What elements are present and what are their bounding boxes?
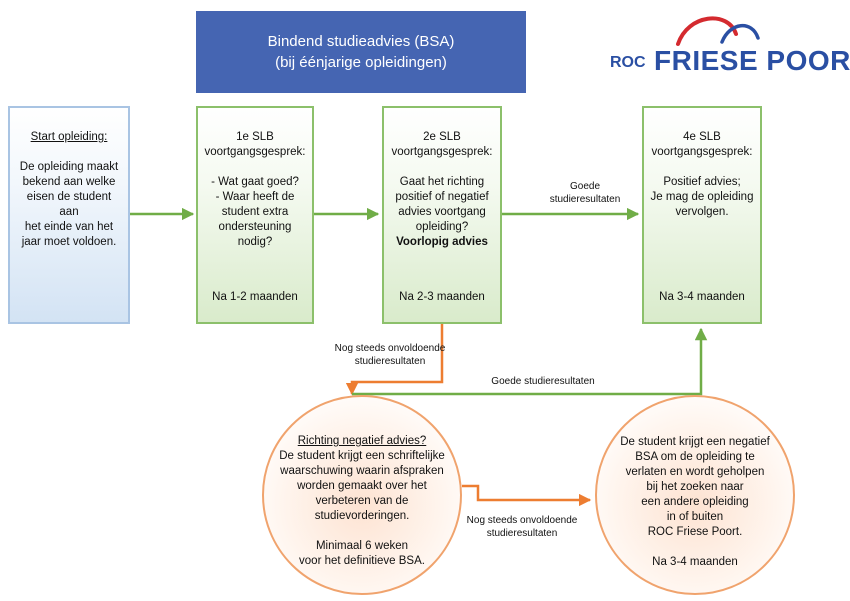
circle-warning-line: waarschuwing waarin afspraken xyxy=(280,465,444,477)
box-slb1-line: nodig? xyxy=(237,236,273,248)
title-line-2: (bij éénjarige opleidingen) xyxy=(275,54,447,71)
circle-negative-footer: Na 3-4 maanden xyxy=(652,556,738,568)
label-onvoldoende-top-line: studieresultaten xyxy=(354,356,426,367)
circle-warning-line: studievorderingen. xyxy=(314,510,410,522)
logo-prefix: ROC xyxy=(610,54,646,71)
circle-warning-footer: voor het definitieve BSA. xyxy=(299,555,425,567)
box-slb2-line: Gaat het richting xyxy=(399,176,485,188)
box-slb1-line: student extra xyxy=(221,206,289,218)
box-start-line: De opleiding maakt xyxy=(19,161,119,173)
box-start-line: eisen de student aan xyxy=(26,191,112,218)
title-banner: Bindend studieadvies (BSA) (bij éénjarig… xyxy=(196,11,526,93)
box-slb2-advice: Voorlopig advies xyxy=(396,236,488,248)
circle-warning-line: De student krijgt een schriftelijke xyxy=(279,450,445,462)
circle-negative-line: ROC Friese Poort. xyxy=(647,526,743,538)
box-slb1-line: - Wat gaat goed? xyxy=(211,176,299,188)
arrow-warning-to-negative xyxy=(462,484,592,507)
box-slb1-heading: voortgangsgesprek: xyxy=(204,146,306,158)
box-slb2: 2e SLB voortgangsgesprek: Gaat het richt… xyxy=(382,106,502,324)
box-start-line: het einde van het xyxy=(24,221,114,233)
arrow-warning-to-slb4 xyxy=(352,327,708,396)
label-goede-top-line: Goede xyxy=(569,181,601,192)
box-slb1-heading: 1e SLB xyxy=(236,131,274,143)
roc-friese-poort-logo: ROC FRIESE POORT xyxy=(610,6,850,86)
circle-warning: Richting negatief advies? De student kri… xyxy=(262,395,462,595)
title-line-1: Bindend studieadvies (BSA) xyxy=(267,33,455,50)
circle-warning-line: verbeteren van de xyxy=(315,495,409,507)
circle-negative-line: in of buiten xyxy=(666,511,724,523)
arrow-slb2-to-warning xyxy=(345,324,444,396)
box-start-heading: Start opleiding: xyxy=(30,131,108,143)
box-slb2-heading: 2e SLB xyxy=(423,131,461,143)
box-slb4-heading: voortgangsgesprek: xyxy=(651,146,753,158)
label-onvoldoende-bottom: Nog steeds onvoldoende studieresultaten xyxy=(462,514,582,540)
box-slb1-line: - Waar heeft de xyxy=(215,191,295,203)
box-slb4-line: Je mag de opleiding xyxy=(650,191,754,203)
label-goede-top: Goede studieresultaten xyxy=(530,180,640,206)
box-slb2-footer: Na 2-3 maanden xyxy=(399,291,485,303)
logo-arc-icon xyxy=(676,16,760,46)
label-onvoldoende-bottom-line: studieresultaten xyxy=(486,528,558,539)
box-start-opleiding: Start opleiding: De opleiding maakt beke… xyxy=(8,106,130,324)
circle-negative-line: De student krijgt een negatief xyxy=(620,436,770,448)
box-start-line: jaar moet voldoen. xyxy=(21,236,117,248)
box-slb1-footer: Na 1-2 maanden xyxy=(212,291,298,303)
box-slb1: 1e SLB voortgangsgesprek: - Wat gaat goe… xyxy=(196,106,314,324)
circle-negative-line: verlaten en wordt geholpen xyxy=(625,466,765,478)
label-onvoldoende-bottom-line: Nog steeds onvoldoende xyxy=(466,515,578,526)
label-onvoldoende-top: Nog steeds onvoldoende studieresultaten xyxy=(330,342,450,368)
box-slb4-footer: Na 3-4 maanden xyxy=(659,291,745,303)
circle-negative-bsa: De student krijgt een negatief BSA om de… xyxy=(595,395,795,595)
logo-name: FRIESE POORT xyxy=(654,45,850,76)
box-slb4-line: Positief advies; xyxy=(663,176,741,188)
label-goede-bottom: Goede studieresultaten xyxy=(491,376,595,387)
circle-negative-line: BSA om de opleiding te xyxy=(635,451,755,463)
box-slb2-line: positief of negatief xyxy=(395,191,489,203)
circle-warning-line: worden gemaakt over het xyxy=(297,480,427,492)
label-goede-top-line: studieresultaten xyxy=(549,194,621,205)
circle-warning-footer: Minimaal 6 weken xyxy=(315,540,409,552)
box-slb2-heading: voortgangsgesprek: xyxy=(391,146,493,158)
box-slb2-line: advies voortgang xyxy=(398,206,486,218)
circle-negative-line: bij het zoeken naar xyxy=(646,481,744,493)
box-slb4-heading: 4e SLB xyxy=(683,131,721,143)
box-start-line: bekend aan welke xyxy=(22,176,116,188)
box-slb1-line: ondersteuning xyxy=(218,221,292,233)
box-slb4: 4e SLB voortgangsgesprek: Positief advie… xyxy=(642,106,762,324)
circle-negative-line: een andere opleiding xyxy=(641,496,749,508)
box-slb4-line: vervolgen. xyxy=(675,206,729,218)
label-onvoldoende-top-line: Nog steeds onvoldoende xyxy=(334,343,446,354)
box-slb2-line: opleiding? xyxy=(415,221,469,233)
circle-warning-heading: Richting negatief advies? xyxy=(297,435,427,447)
